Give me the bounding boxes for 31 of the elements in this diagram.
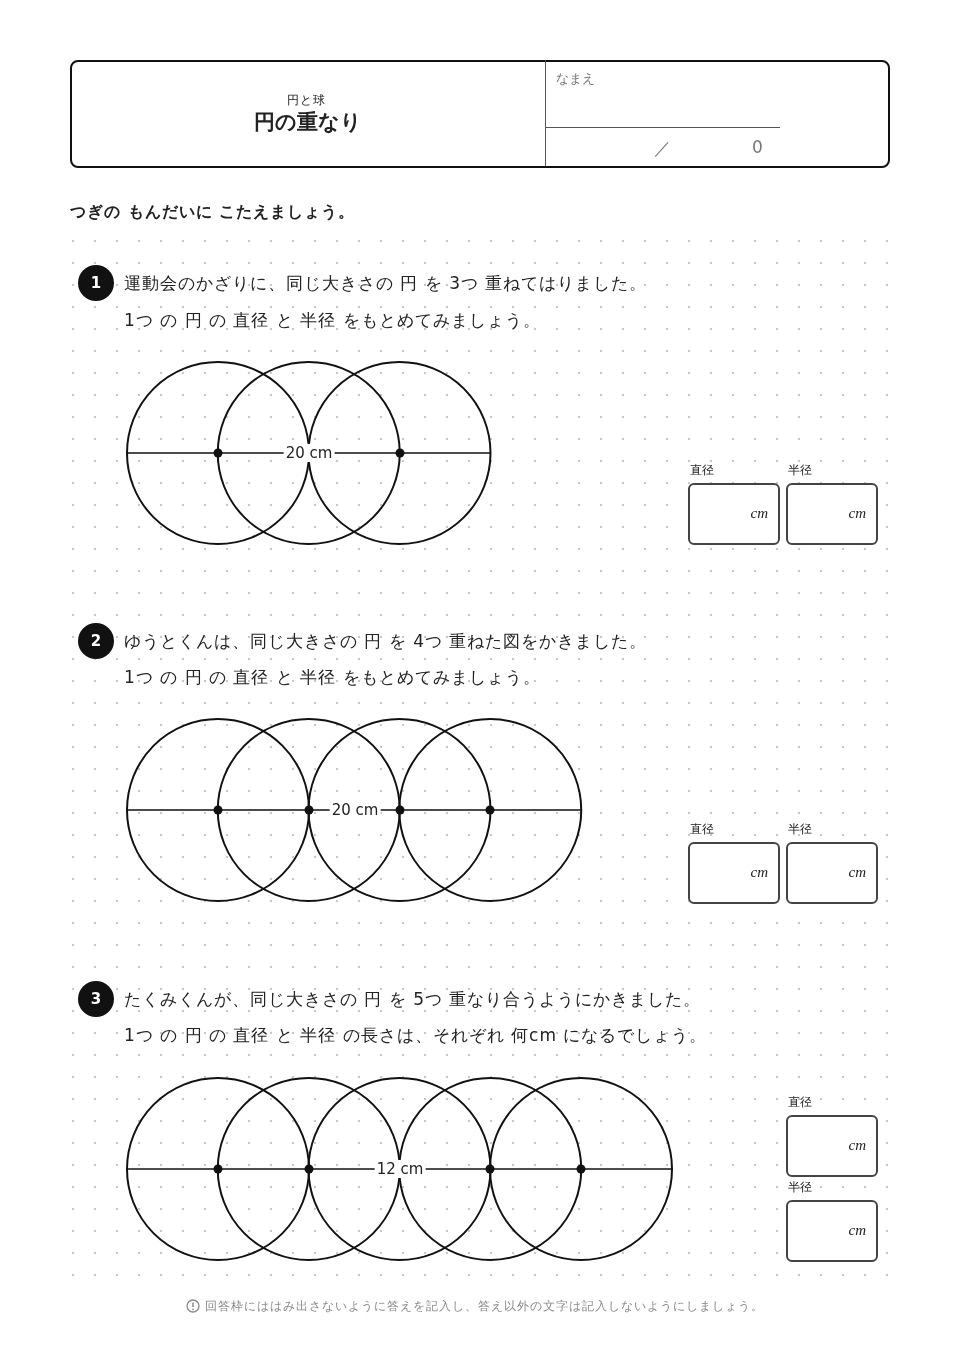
field-label: 半径 <box>788 463 812 477</box>
question-text: ゆうとくんは、同じ大きさの 円 を 4つ 重ねた図をかきました。 <box>124 630 648 653</box>
instruction-text: つぎの もんだいに こたえましょう。 <box>70 202 356 223</box>
name-field <box>545 60 780 128</box>
note-text: 回答枠にははみ出さないように答えを記入し、答え以外の文字は記入しないようにしましょう。 <box>205 1298 764 1315</box>
subject-label: 円と球 <box>285 92 327 109</box>
score-total: 0 <box>752 137 763 157</box>
unit-label: cm <box>848 1136 866 1154</box>
dimension-label: 12 cm <box>374 1160 426 1178</box>
field-label: 半径 <box>788 822 812 836</box>
question-number: 2 <box>78 623 114 659</box>
unit-label: cm <box>848 863 866 881</box>
field-label: 半径 <box>788 1180 812 1194</box>
field-label: 直径 <box>788 1095 812 1109</box>
field-label: なまえ <box>556 70 595 88</box>
question-number: 1 <box>78 265 114 301</box>
question-text: 運動会のかざりに、同じ大きさの 円 を 3つ 重ねてはりました。 <box>124 272 648 295</box>
question-text: 1つ の 円 の 直径 と 半径 をもとめてみましょう。 <box>124 309 541 332</box>
field-label: 直径 <box>690 463 714 477</box>
question-number: 3 <box>78 981 114 1017</box>
unit-label: cm <box>750 504 768 522</box>
field-label: 直径 <box>690 822 714 836</box>
question-text: 1つ の 円 の 直径 と 半径 をもとめてみましょう。 <box>124 666 541 689</box>
dimension-label: 20 cm <box>283 444 335 462</box>
question-text: 1つ の 円 の 直径 と 半径 の長さは、それぞれ 何cm になるでしょう。 <box>124 1024 708 1047</box>
unit-label: cm <box>750 863 768 881</box>
worksheet-title: 円の重なり <box>252 109 363 136</box>
unit-label: cm <box>848 1221 866 1239</box>
unit-label: cm <box>848 504 866 522</box>
slash-mark: ／ <box>654 137 671 160</box>
question-text: たくみくんが、同じ大きさの 円 を 5つ 重なり合うようにかきました。 <box>124 988 702 1011</box>
